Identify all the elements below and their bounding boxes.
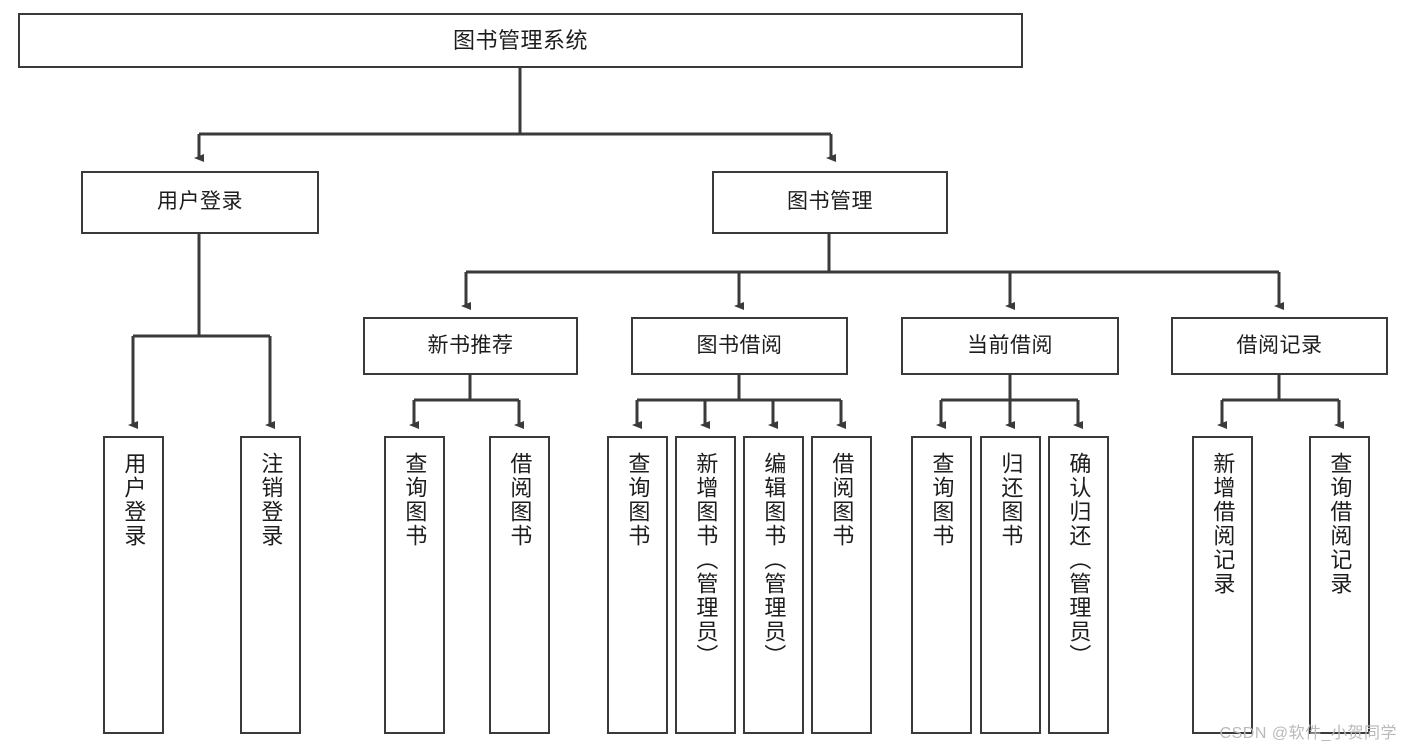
node-leaf-recommend-query-book[interactable]: 查询图书 <box>384 436 445 734</box>
node-leaf-edit-book-admin[interactable]: 编辑图书（管理员） <box>743 436 804 734</box>
node-label: 图书管理 <box>787 190 873 214</box>
node-label: 借阅图书 <box>829 452 855 548</box>
node-label: 当前借阅 <box>967 333 1053 357</box>
node-leaf-logout[interactable]: 注销登录 <box>240 436 301 734</box>
node-label: 查询图书 <box>625 452 651 548</box>
node-label: 查询图书 <box>402 452 428 548</box>
node-label: 新增图书（管理员） <box>693 452 719 668</box>
node-label: 借阅图书 <box>507 452 533 548</box>
node-label: 借阅记录 <box>1236 333 1323 357</box>
node-label: 查询借阅记录 <box>1327 452 1353 596</box>
node-new-book-recommend[interactable]: 新书推荐 <box>363 317 578 375</box>
node-label: 图书管理系统 <box>452 27 588 53</box>
node-label: 用户登录 <box>121 452 147 548</box>
node-book-borrow[interactable]: 图书借阅 <box>631 317 848 375</box>
node-leaf-add-book-admin[interactable]: 新增图书（管理员） <box>675 436 736 734</box>
node-label: 用户登录 <box>157 190 243 214</box>
node-current-borrow[interactable]: 当前借阅 <box>901 317 1119 375</box>
node-label: 确认归还（管理员） <box>1066 452 1092 668</box>
node-label: 注销登录 <box>258 452 284 548</box>
node-leaf-user-login[interactable]: 用户登录 <box>103 436 164 734</box>
node-leaf-recommend-borrow-book[interactable]: 借阅图书 <box>489 436 550 734</box>
node-leaf-add-borrow-record[interactable]: 新增借阅记录 <box>1192 436 1253 734</box>
node-leaf-current-query-book[interactable]: 查询图书 <box>911 436 972 734</box>
node-leaf-borrow-borrow-book[interactable]: 借阅图书 <box>811 436 872 734</box>
node-label: 图书借阅 <box>696 333 783 357</box>
node-leaf-query-borrow-record[interactable]: 查询借阅记录 <box>1309 436 1370 734</box>
node-leaf-return-book[interactable]: 归还图书 <box>980 436 1041 734</box>
watermark-text: CSDN @软件_小贺同学 <box>1219 725 1397 742</box>
node-user-login[interactable]: 用户登录 <box>81 171 319 234</box>
node-label: 新增借阅记录 <box>1210 452 1236 596</box>
node-label: 新书推荐 <box>427 333 514 357</box>
node-borrow-record[interactable]: 借阅记录 <box>1171 317 1388 375</box>
node-label: 归还图书 <box>998 452 1024 548</box>
node-root-system[interactable]: 图书管理系统 <box>18 13 1023 68</box>
node-label: 查询图书 <box>929 452 955 548</box>
node-book-management[interactable]: 图书管理 <box>712 171 948 234</box>
node-label: 编辑图书（管理员） <box>761 452 787 668</box>
node-leaf-confirm-return-admin[interactable]: 确认归还（管理员） <box>1048 436 1109 734</box>
node-leaf-borrow-query-book[interactable]: 查询图书 <box>607 436 668 734</box>
